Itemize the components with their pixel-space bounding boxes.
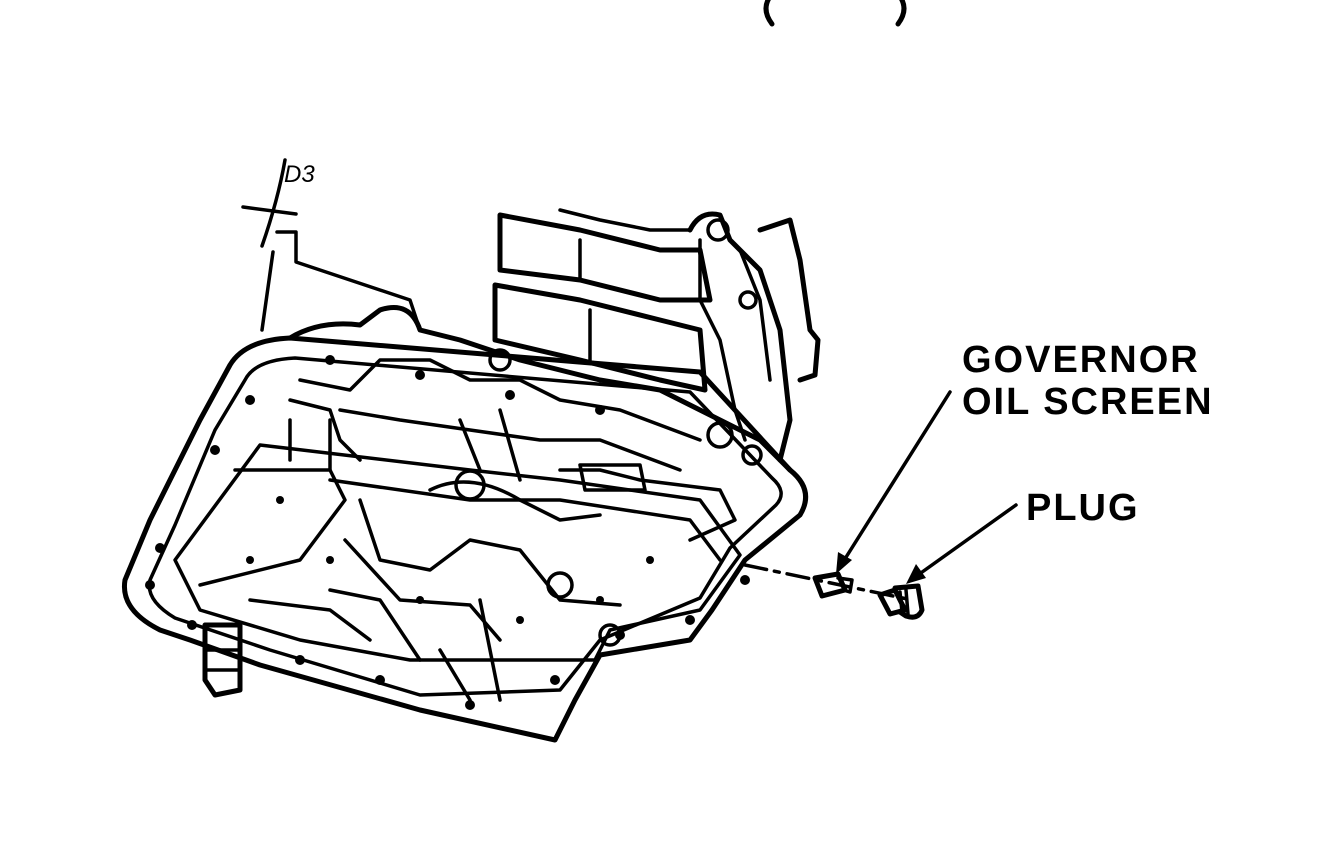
d3-leader: D3 [241,158,422,332]
plug-leader-arrow [906,503,1018,584]
d3-tag: D3 [284,161,315,188]
top-title-fragment [763,0,907,27]
governor-label-line2: OIL SCREEN [962,381,1214,423]
governor-oil-screen [812,571,854,599]
transmission-body [121,208,821,743]
plug-label: PLUG [1026,487,1140,529]
governor-leader-arrow [836,390,952,574]
plug-part [877,583,925,620]
governor-label-line1: GOVERNOR [962,339,1200,381]
